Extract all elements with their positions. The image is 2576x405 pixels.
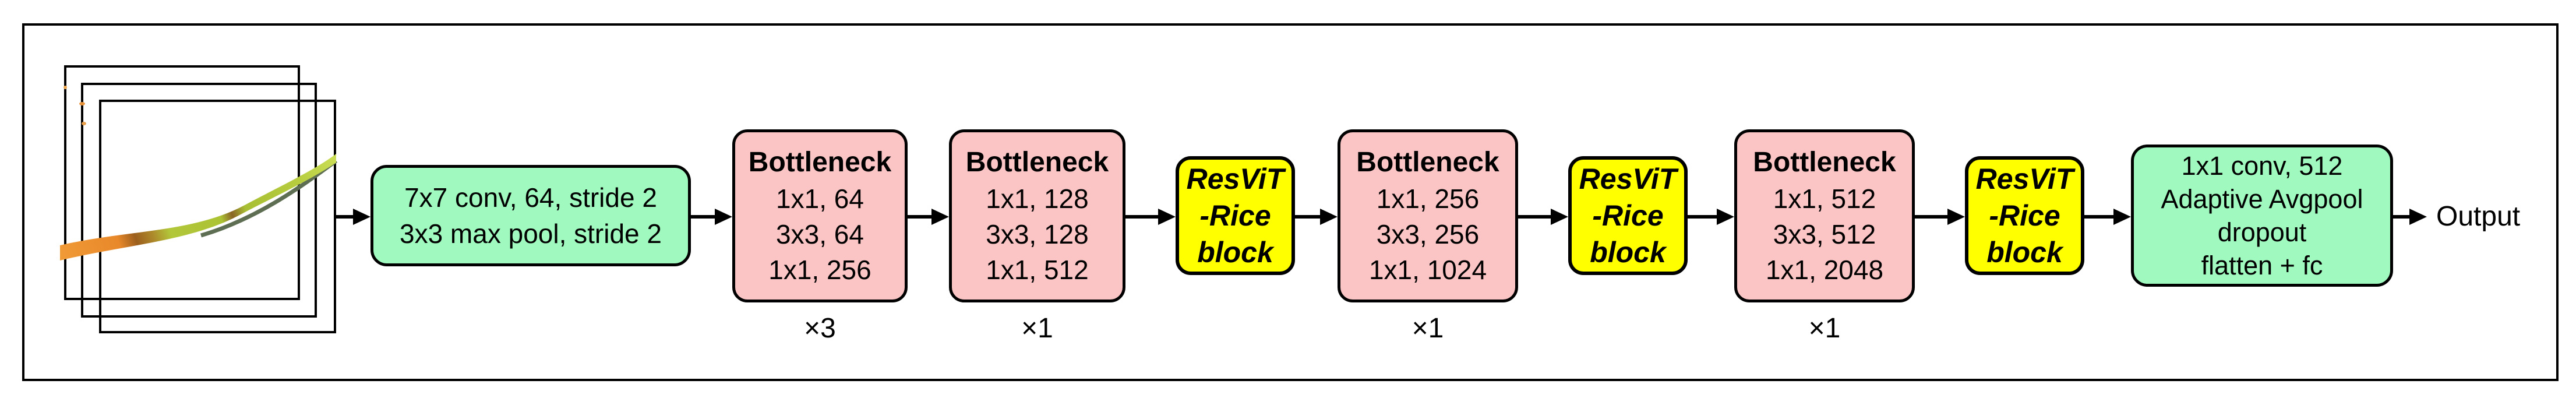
head-line: dropout: [2217, 217, 2307, 247]
resvit-line: ResViT: [1975, 162, 2074, 195]
bottleneck-row: 1x1, 2048: [1765, 255, 1884, 285]
arrow-shaft: [336, 215, 357, 219]
resvit-line: ResViT: [1186, 162, 1285, 195]
arrow-shaft: [1688, 215, 1720, 219]
leaf-speck: [79, 102, 85, 105]
bottleneck-row: 3x3, 64: [776, 219, 864, 249]
arrowhead-icon: [353, 209, 370, 225]
head-line: flatten + fc: [2201, 251, 2323, 280]
resvit-rice-block-2: ResViT -Rice block: [1568, 156, 1688, 275]
arrow-shaft: [2084, 215, 2117, 219]
arrowhead-icon: [931, 209, 949, 225]
arrow-shaft: [1915, 215, 1951, 219]
input-frame-middle-outline: [81, 83, 317, 318]
leaf-speck: [82, 122, 86, 125]
arrowhead-icon: [1158, 209, 1176, 225]
resvit-line: -Rice: [1592, 199, 1664, 232]
arrow-head-to-output: [2393, 209, 2427, 225]
bottleneck-row: 3x3, 512: [1773, 219, 1876, 249]
arrow-bottleneck3-to-resvit2: [1518, 209, 1568, 225]
arrowhead-icon: [1551, 209, 1568, 225]
bottleneck-multiplier: ×1: [1411, 313, 1444, 344]
bottleneck-title: Bottleneck: [1753, 147, 1896, 178]
bottleneck-row: 3x3, 128: [986, 219, 1089, 249]
bottleneck-row: 1x1, 1024: [1368, 255, 1487, 285]
arrow-input-to-stem: [336, 209, 370, 225]
output-label: Output: [2436, 201, 2521, 232]
bottleneck-block-3: Bottleneck 1x1, 256 3x3, 256 1x1, 1024: [1338, 129, 1518, 302]
arrow-resvit3-to-head: [2084, 209, 2131, 225]
arrow-resvit2-to-bottleneck4: [1688, 209, 1734, 225]
resvit-line: ResViT: [1579, 162, 1677, 195]
leaf-blade: [60, 154, 336, 260]
stem-line: 7x7 conv, 64, stride 2: [404, 182, 657, 213]
bottleneck-block-1: Bottleneck 1x1, 64 3x3, 64 1x1, 256: [732, 129, 908, 302]
arrowhead-icon: [2113, 209, 2131, 225]
bottleneck-row: 1x1, 64: [776, 184, 864, 214]
rice-leaf-image: [60, 86, 338, 260]
resvit-rice-block-1: ResViT -Rice block: [1176, 156, 1295, 275]
arrow-shaft: [1125, 215, 1162, 219]
resvit-line: block: [1197, 235, 1273, 269]
arrow-shaft: [691, 215, 718, 219]
arrow-stem-to-bottleneck1: [691, 209, 732, 225]
resvit-line: -Rice: [1199, 199, 1271, 232]
arrowhead-icon: [715, 209, 732, 225]
arrowhead-icon: [1947, 209, 1965, 225]
leaf-speck: [63, 86, 67, 89]
stem-conv-block: 7x7 conv, 64, stride 2 3x3 max pool, str…: [370, 165, 691, 266]
arrowhead-icon: [1320, 209, 1338, 225]
bottleneck-multiplier: ×1: [1021, 313, 1053, 344]
arrow-resvit1-to-bottleneck3: [1295, 209, 1338, 225]
resvit-line: block: [1590, 235, 1666, 269]
bottleneck-block-4: Bottleneck 1x1, 512 3x3, 512 1x1, 2048: [1734, 129, 1915, 302]
arrow-bottleneck4-to-resvit3: [1915, 209, 1965, 225]
head-block: 1x1 conv, 512 Adaptive Avgpool dropout f…: [2131, 145, 2393, 287]
bottleneck-row: 1x1, 512: [986, 255, 1089, 285]
bottleneck-row: 1x1, 128: [986, 184, 1089, 214]
arrow-bottleneck1-to-bottleneck2: [908, 209, 949, 225]
bottleneck-row: 3x3, 256: [1376, 219, 1480, 249]
bottleneck-multiplier: ×3: [804, 313, 836, 344]
arrowhead-icon: [1717, 209, 1734, 225]
arrow-bottleneck2-to-resvit1: [1125, 209, 1176, 225]
resvit-line: -Rice: [1989, 199, 2060, 232]
arrow-shaft: [2393, 215, 2413, 219]
bottleneck-row: 1x1, 512: [1773, 184, 1876, 214]
bottleneck-title: Bottleneck: [965, 147, 1109, 178]
bottleneck-multiplier: ×1: [1808, 313, 1841, 344]
stem-line: 3x3 max pool, stride 2: [399, 219, 662, 249]
arrow-shaft: [1518, 215, 1554, 219]
resvit-line: block: [1986, 235, 2063, 269]
head-line: 1x1 conv, 512: [2181, 151, 2343, 181]
bottleneck-title: Bottleneck: [1356, 147, 1499, 178]
resvit-rice-block-3: ResViT -Rice block: [1965, 156, 2084, 275]
head-line: Adaptive Avgpool: [2161, 184, 2363, 214]
bottleneck-row: 1x1, 256: [768, 255, 871, 285]
bottleneck-row: 1x1, 256: [1376, 184, 1480, 214]
bottleneck-block-2: Bottleneck 1x1, 128 3x3, 128 1x1, 512: [949, 129, 1125, 302]
input-frame-front-outline: [99, 100, 336, 333]
figure-border: [22, 23, 2559, 381]
arrow-shaft: [1295, 215, 1324, 219]
arrowhead-icon: [2409, 209, 2427, 225]
arrow-shaft: [908, 215, 935, 219]
bottleneck-title: Bottleneck: [748, 147, 892, 178]
